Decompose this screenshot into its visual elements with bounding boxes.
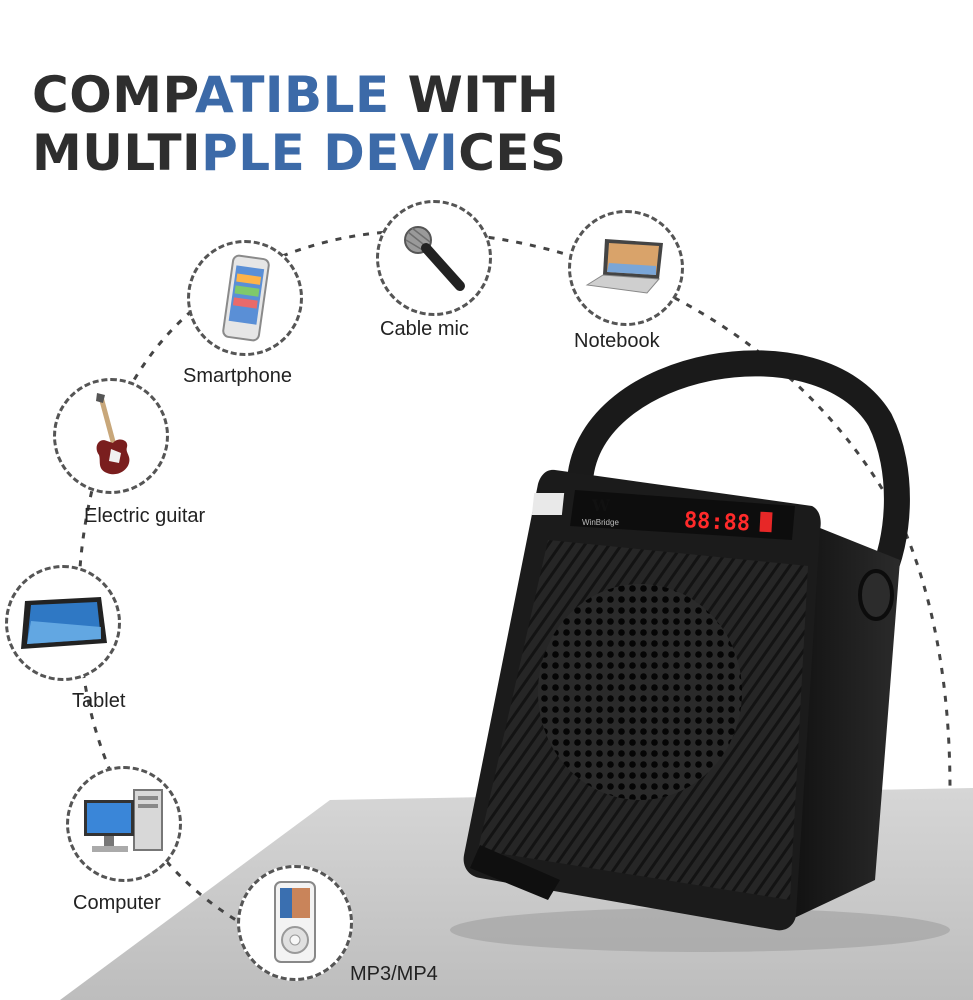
title-line-2: MULTIPLE DEVICES xyxy=(32,124,567,182)
device-circle-cable-mic xyxy=(376,200,492,316)
led-display: 88:88 xyxy=(683,508,750,536)
device-circle-tablet xyxy=(5,565,121,681)
title-line-1: COMPATIBLE WITH xyxy=(32,66,560,124)
tablet-icon xyxy=(21,597,107,649)
smartphone-icon xyxy=(222,254,270,342)
device-circle-mp3 xyxy=(237,865,353,981)
device-label-cable-mic: Cable mic xyxy=(380,318,469,340)
speaker-brand: WinBridge xyxy=(582,518,619,527)
microphone-icon xyxy=(404,226,465,291)
device-circle-computer xyxy=(66,766,182,882)
device-label-tablet: Tablet xyxy=(72,690,126,712)
electric-guitar-icon xyxy=(96,393,130,475)
device-label-notebook: Notebook xyxy=(574,330,660,352)
device-circle-smartphone xyxy=(187,240,303,356)
notebook-icon xyxy=(585,239,663,294)
mp3-player-icon xyxy=(274,881,316,963)
device-circle-notebook xyxy=(568,210,684,326)
device-circle-electric-guitar xyxy=(53,378,169,494)
device-label-smartphone: Smartphone xyxy=(183,365,292,387)
computer-icon xyxy=(84,789,163,852)
device-label-computer: Computer xyxy=(73,892,161,914)
page-title: COMPATIBLE WITH MULTIPLE DEVICES xyxy=(32,66,567,182)
device-label-mp3: MP3/MP4 xyxy=(350,963,438,985)
device-label-electric-guitar: Electric guitar xyxy=(84,505,206,527)
speaker-logo: W xyxy=(591,496,611,515)
